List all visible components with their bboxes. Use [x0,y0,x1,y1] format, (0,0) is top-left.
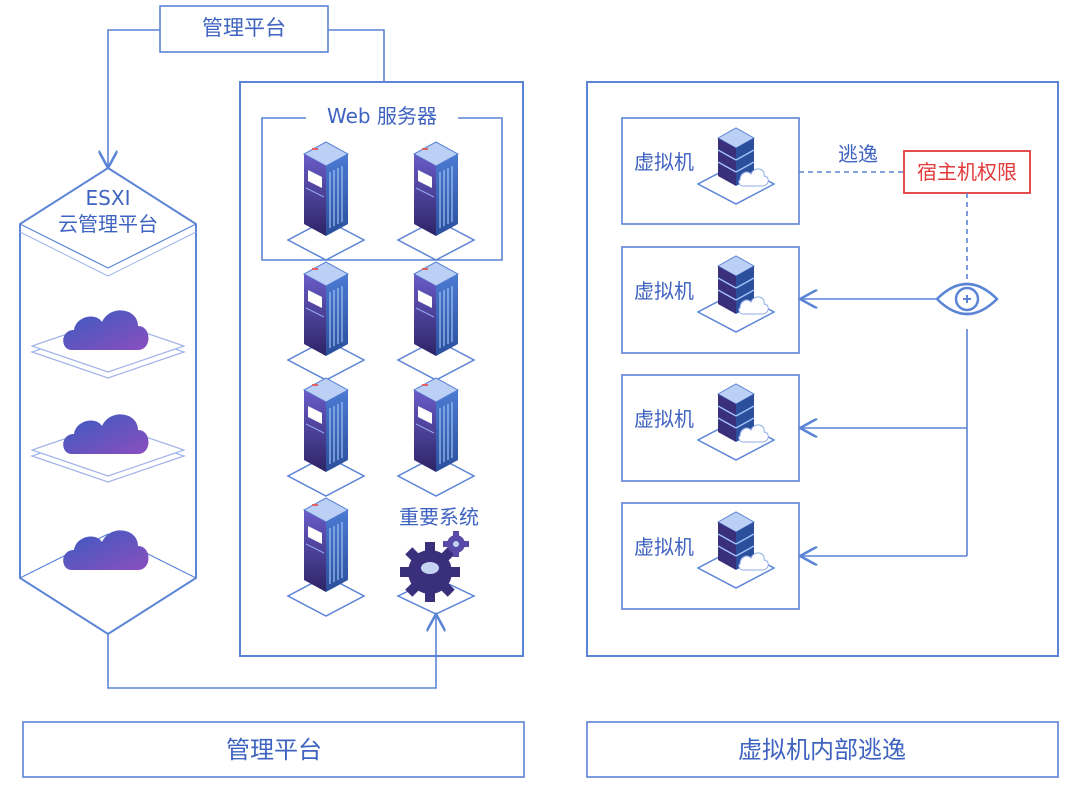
esxi-inner-line [19,231,109,277]
server-icon [287,141,365,261]
esxi-inner-line [107,231,197,277]
web-server-group-frame [261,117,503,261]
connector-top-to-servers [328,29,385,82]
vm-box [621,246,800,354]
server-icon [287,377,365,497]
eye-icon [935,282,999,316]
esxi-inner-line [107,223,197,269]
esxi-title-line1: ESXI [85,186,131,210]
vm-label: 虚拟机 [634,279,694,303]
esxi-inner-line [19,223,109,269]
top-management-label: 管理平台 [202,16,286,40]
footer-left-label: 管理平台 [226,736,322,764]
server-icon [397,261,475,381]
host-privilege-label: 宿主机权限 [917,160,1017,184]
vm-label: 虚拟机 [634,150,694,174]
esxi-title-line2: 云管理平台 [58,212,158,236]
connector-esxi-to-important [107,614,436,689]
server-icon [287,497,365,617]
server-icon [287,261,365,381]
connector-top-to-esxi [108,29,160,168]
escape-label: 逃逸 [838,142,878,166]
vm-label: 虚拟机 [634,407,694,431]
footer-left-box [22,721,525,778]
cloud-icon [63,530,149,570]
gear-icon [396,531,476,615]
server-container [239,81,524,657]
server-icon [397,377,475,497]
server-icon [397,141,475,261]
footer-right-box [586,721,1059,778]
vm-container [586,81,1059,657]
top-management-box [159,5,329,53]
vm-box [621,117,800,225]
important-system-label: 重要系统 [399,505,479,529]
web-server-group-label: Web 服务器 [321,106,443,126]
vm-label: 虚拟机 [634,535,694,559]
footer-right-label: 虚拟机内部逃逸 [738,736,906,764]
